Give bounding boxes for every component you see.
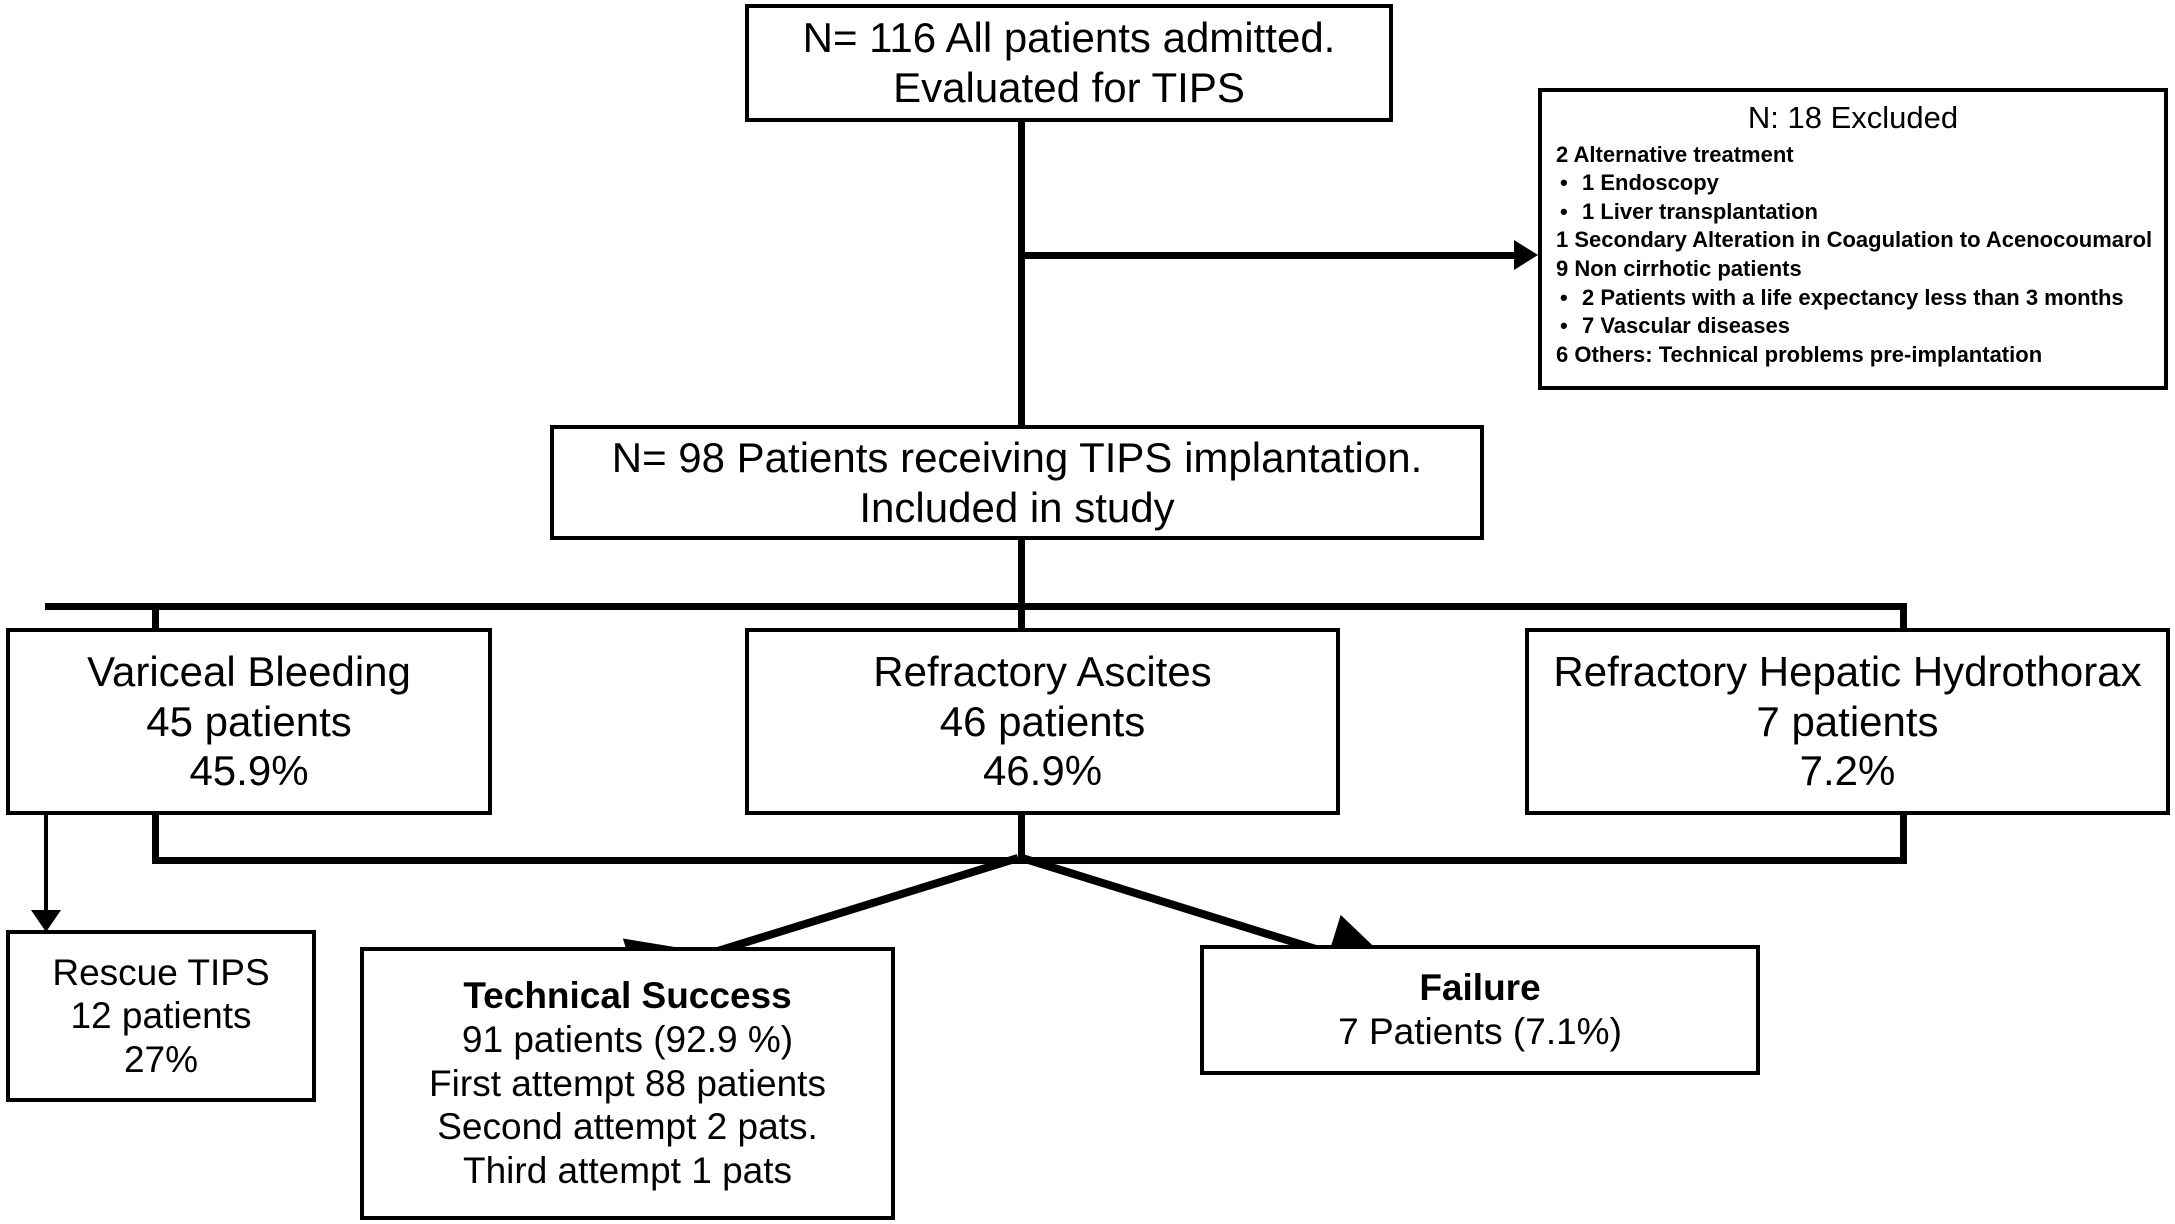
failure-label: Failure — [1419, 967, 1541, 1009]
connector-riser-ascites — [1018, 812, 1025, 864]
excluded-item: 2 Alternative treatment — [1556, 141, 1794, 167]
connector-indication-distributor-bar — [45, 603, 1907, 610]
node-rescue-tips[interactable]: Rescue TIPS 12 patients 27% — [6, 930, 316, 1102]
connector-drop-variceal — [152, 603, 159, 631]
variceal-label: Variceal Bleeding — [87, 648, 411, 696]
connector-to-rescue-tips-arrowhead — [31, 910, 61, 932]
excluded-item: 2 Patients with a life expectancy less t… — [1556, 284, 2150, 313]
failure-count: 7 Patients (7.1%) — [1338, 1011, 1622, 1052]
node-technical-success[interactable]: Technical Success 91 patients (92.9 %) F… — [360, 947, 895, 1220]
node-all-patients-admitted[interactable]: N= 116 All patients admitted. Evaluated … — [745, 4, 1393, 122]
node-excluded[interactable]: N: 18 Excluded 2 Alternative treatment 1… — [1538, 88, 2168, 390]
excluded-item: 7 Vascular diseases — [1556, 312, 2150, 341]
excluded-item: 1 Liver transplantation — [1556, 198, 2150, 227]
connector-to-excluded-arrowhead — [1514, 240, 1538, 270]
hydrothorax-label: Refractory Hepatic Hydrothorax — [1553, 648, 2142, 696]
variceal-count: 45 patients — [146, 697, 352, 745]
technical-success-label: Technical Success — [463, 975, 792, 1017]
rescue-tips-percent: 27% — [123, 1038, 199, 1080]
excluded-heading: N: 18 Excluded — [1747, 100, 1959, 135]
excluded-item: 6 Others: Technical problems pre-implant… — [1556, 341, 2043, 367]
hydrothorax-count: 7 patients — [1756, 697, 1939, 745]
connector-drop-ascites — [1018, 603, 1025, 631]
admitted-line-2: Evaluated for TIPS — [893, 64, 1245, 111]
technical-success-count: 91 patients (92.9 %) — [461, 1019, 794, 1061]
connector-riser-variceal — [152, 812, 159, 864]
ascites-count: 46 patients — [939, 697, 1146, 745]
connector-admitted-to-included — [1018, 118, 1025, 428]
technical-success-second-attempt: Second attempt 2 pats. — [437, 1106, 818, 1148]
admitted-line-1: N= 116 All patients admitted. — [802, 14, 1336, 62]
technical-success-first-attempt: First attempt 88 patients — [429, 1062, 826, 1104]
node-variceal-bleeding[interactable]: Variceal Bleeding 45 patients 45.9% — [6, 628, 492, 815]
connector-to-excluded-line — [1018, 252, 1518, 259]
connector-included-stem — [1018, 538, 1025, 610]
variceal-percent: 45.9% — [189, 747, 309, 795]
node-refractory-ascites[interactable]: Refractory Ascites 46 patients 46.9% — [745, 628, 1340, 815]
technical-success-third-attempt: Third attempt 1 pats — [462, 1149, 793, 1191]
connector-to-rescue-tips-line — [44, 812, 48, 917]
node-refractory-hepatic-hydrothorax[interactable]: Refractory Hepatic Hydrothorax 7 patient… — [1525, 628, 2170, 815]
rescue-tips-count: 12 patients — [70, 995, 252, 1037]
excluded-item: 1 Secondary Alteration in Coagulation to… — [1556, 227, 2153, 253]
node-included-in-study[interactable]: N= 98 Patients receiving TIPS implantati… — [550, 425, 1484, 540]
excluded-item: 9 Non cirrhotic patients — [1556, 255, 1802, 281]
excluded-list: 2 Alternative treatment 1 Endoscopy 1 Li… — [1556, 141, 2153, 370]
connector-drop-hydrothorax — [1900, 603, 1907, 631]
hydrothorax-percent: 7.2% — [1799, 747, 1896, 795]
ascites-label: Refractory Ascites — [873, 648, 1212, 696]
ascites-percent: 46.9% — [982, 747, 1103, 795]
node-failure[interactable]: Failure 7 Patients (7.1%) — [1200, 945, 1760, 1075]
rescue-tips-label: Rescue TIPS — [52, 951, 270, 993]
excluded-item: 1 Endoscopy — [1556, 169, 2150, 198]
included-line-1: N= 98 Patients receiving TIPS implantati… — [611, 433, 1423, 481]
included-line-2: Included in study — [859, 483, 1175, 531]
connector-riser-hydrothorax — [1900, 812, 1907, 864]
